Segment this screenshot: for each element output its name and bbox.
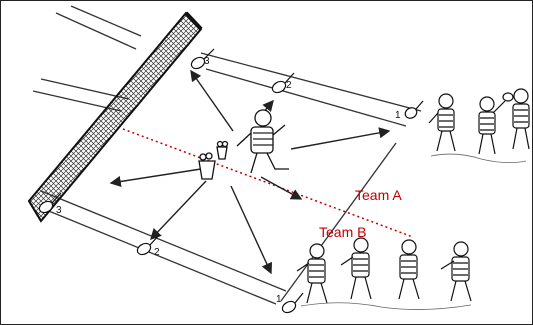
team-divider-line	[122, 128, 414, 238]
racket-marker-bottom-2: 2	[154, 247, 160, 258]
racket-icon	[190, 48, 424, 119]
team-a-label: Team A	[355, 187, 402, 203]
child-player-icon	[478, 92, 514, 155]
child-player-icon	[512, 88, 530, 150]
racket-marker-top-2: 2	[286, 80, 292, 91]
child-player-icon	[398, 239, 420, 300]
team-a-players	[428, 88, 530, 163]
racket-marker-top-1: 1	[395, 110, 401, 121]
racket-marker-bottom-3: 3	[56, 205, 62, 216]
child-player-icon	[440, 241, 472, 302]
direction-arrow-icon	[109, 69, 391, 275]
coach-icon	[236, 109, 289, 174]
tennis-net-icon	[27, 11, 203, 223]
racket-icon	[38, 192, 304, 314]
racket-marker-bottom-1: 1	[276, 294, 282, 305]
team-b-label: Team B	[319, 224, 367, 240]
racket-marker-top-3: 3	[204, 56, 210, 67]
court-lines	[32, 5, 422, 305]
child-player-icon	[296, 243, 328, 304]
child-player-icon	[428, 93, 456, 152]
child-player-icon	[340, 237, 372, 300]
team-b-players	[296, 237, 472, 310]
ball-bucket-icon	[198, 140, 229, 180]
